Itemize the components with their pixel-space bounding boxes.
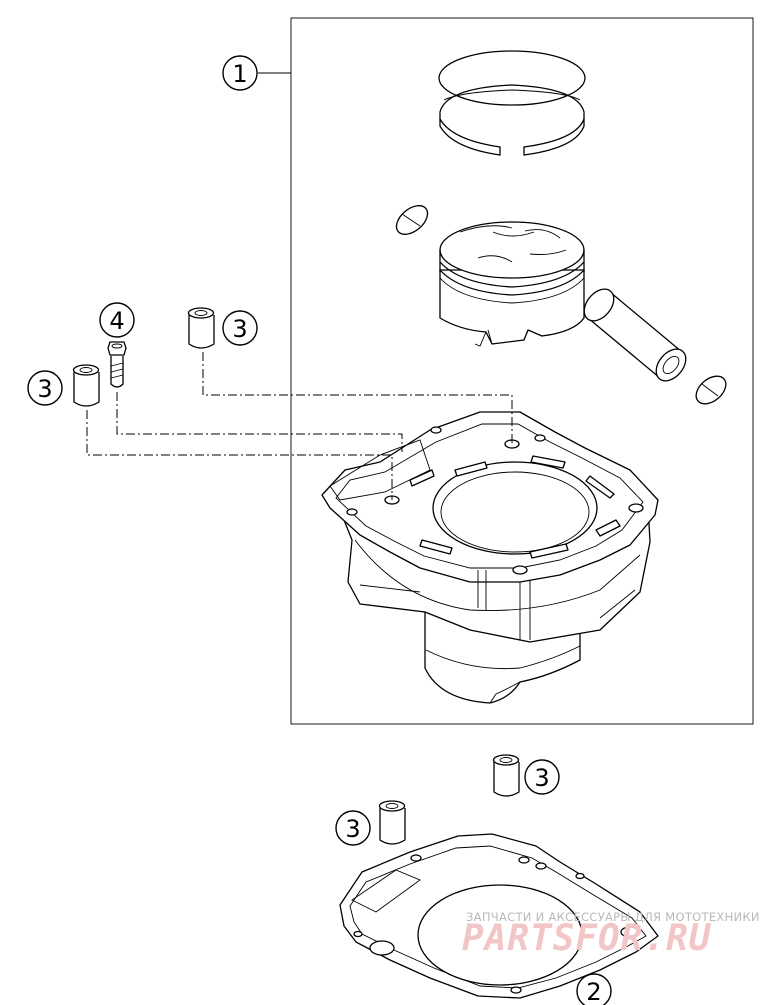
svg-text:2: 2 xyxy=(586,978,601,1005)
callout-3-left: 3 xyxy=(27,370,63,406)
piston-pin-clip-right xyxy=(695,375,727,405)
callout-4: 4 xyxy=(99,302,135,338)
svg-text:3: 3 xyxy=(534,764,549,792)
svg-text:3: 3 xyxy=(345,815,360,843)
cylinder-base-gasket xyxy=(339,833,659,999)
piston-rings xyxy=(438,50,586,156)
callout-3-lower-left: 3 xyxy=(335,810,371,846)
dowel-sleeve-upper xyxy=(187,307,215,349)
piston xyxy=(439,221,585,347)
callout-3-upper: 3 xyxy=(222,310,258,346)
dowel-sleeve-lower-left xyxy=(378,800,406,845)
svg-text:3: 3 xyxy=(37,375,52,403)
callout-2: 2 xyxy=(576,973,612,1005)
dowel-sleeve-lower-right xyxy=(492,754,520,797)
callout-3-lower-right: 3 xyxy=(524,759,560,795)
dowel-sleeve-left xyxy=(72,364,100,407)
assembly-line-bolt xyxy=(116,392,403,452)
svg-text:3: 3 xyxy=(232,315,247,343)
callout-1: 1 xyxy=(222,55,258,91)
watermark-brand: PARTSFOR.RU xyxy=(462,918,712,959)
collar-bolt xyxy=(107,341,127,388)
cylinder xyxy=(321,411,659,704)
cylinder-kit-frame xyxy=(290,17,754,725)
piston-pin-clip-left xyxy=(395,205,429,235)
assembly-line-dowel-top xyxy=(202,352,513,444)
watermark-tagline: ЗАПЧАСТИ И АКСЕССУАРЫ ДЛЯ МОТОТЕХНИКИ xyxy=(466,910,760,924)
assembly-line-dowel-left xyxy=(86,410,393,500)
svg-text:4: 4 xyxy=(109,307,124,335)
piston-pin xyxy=(583,288,687,382)
svg-text:1: 1 xyxy=(232,60,247,88)
